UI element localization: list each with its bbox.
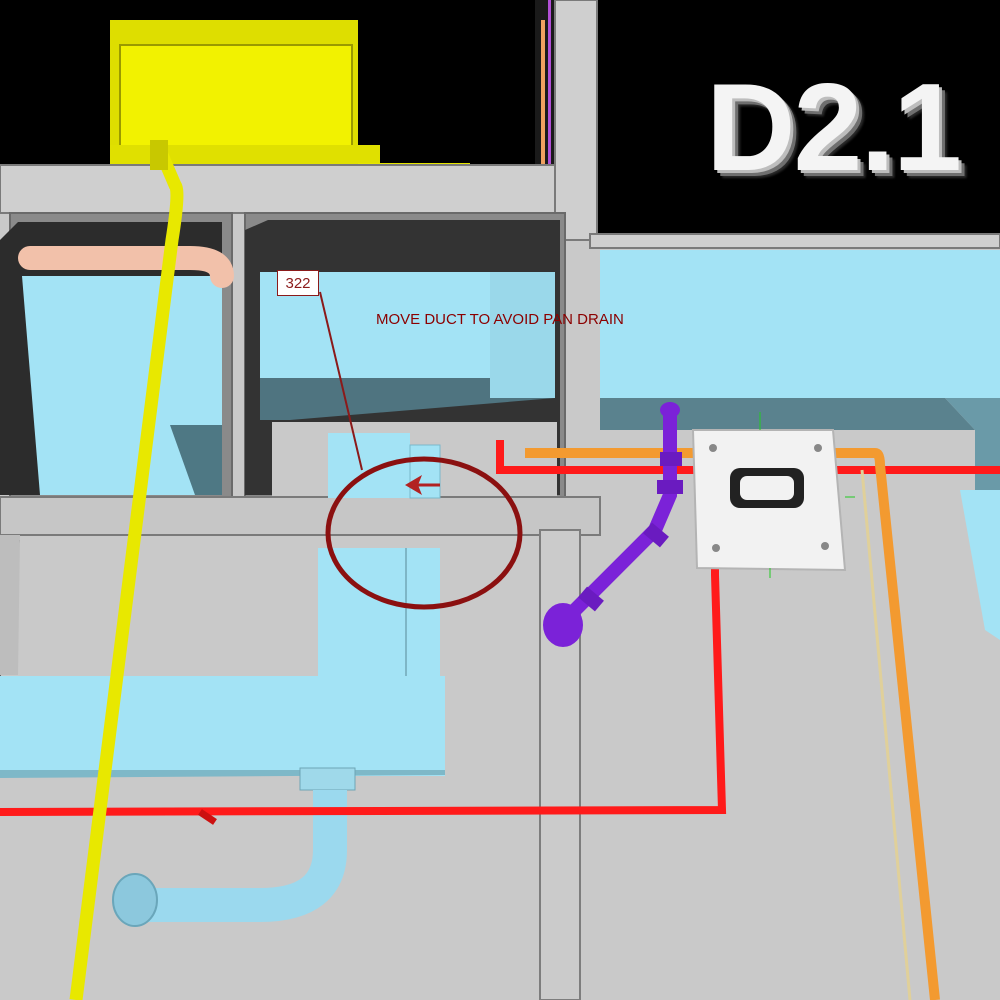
issue-tag[interactable]: 322 <box>277 270 319 296</box>
purple-pan-drain[interactable] <box>543 402 683 647</box>
orange-pipe[interactable] <box>525 448 940 1000</box>
yellow-equipment-unit[interactable] <box>110 20 470 171</box>
markup-note[interactable]: MOVE DUCT TO AVOID PAN DRAIN <box>376 311 624 328</box>
tan-thin-pipe <box>541 20 545 170</box>
purple-thin-pipe <box>548 0 551 170</box>
column <box>539 529 581 1000</box>
yellow-pipe <box>69 147 184 1000</box>
markup-circle <box>325 456 523 610</box>
grid-line-label: D2.1 <box>706 59 962 197</box>
leader-line <box>319 291 363 471</box>
left-opening <box>0 212 234 501</box>
flex-duct <box>140 790 347 922</box>
slab-band <box>0 496 601 536</box>
markup-annotation[interactable] <box>319 291 523 610</box>
middle-opening <box>244 212 566 501</box>
main-supply-duct[interactable] <box>600 250 1000 640</box>
arrow-head-icon <box>405 475 422 495</box>
square-diffuser[interactable] <box>691 412 855 578</box>
tan-pipe <box>18 246 234 288</box>
